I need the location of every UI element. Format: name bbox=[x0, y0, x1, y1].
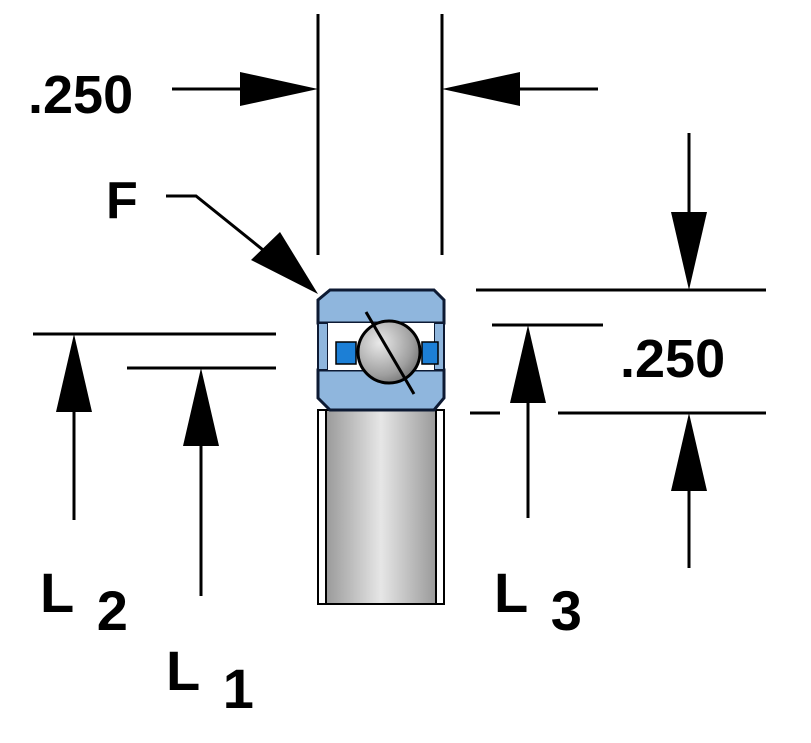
feature-arrow-head bbox=[251, 232, 318, 294]
l1-letter: L bbox=[166, 639, 199, 702]
top-arrow-right-pointing bbox=[240, 72, 318, 106]
right-height-dimension: .250 bbox=[470, 133, 766, 568]
l1-subscript: 1 bbox=[223, 657, 254, 720]
l2-label: L 2 bbox=[40, 561, 128, 642]
l2-arrow-up-pointing bbox=[56, 334, 92, 412]
feature-callout: F bbox=[106, 172, 318, 294]
retainer-left bbox=[335, 341, 357, 365]
l1-arrow-up-pointing bbox=[183, 368, 219, 446]
top-arrow-left-pointing bbox=[442, 72, 520, 106]
l3-subscript: 3 bbox=[551, 579, 582, 642]
left-gap-wall bbox=[317, 322, 329, 371]
contact-angle-line bbox=[364, 311, 416, 395]
outer-ring bbox=[316, 288, 446, 325]
l1-dimension: L 1 bbox=[127, 366, 276, 720]
retainer-right bbox=[421, 341, 439, 365]
l3-arrow-up-pointing bbox=[510, 325, 546, 403]
l3-label: L 3 bbox=[494, 561, 582, 642]
l2-letter: L bbox=[40, 561, 73, 624]
top-width-dimension: .250 bbox=[28, 14, 598, 255]
right-dimension-label: .250 bbox=[620, 329, 725, 389]
right-arrow-up-pointing bbox=[671, 413, 707, 491]
feature-callout-label: F bbox=[106, 172, 138, 230]
l3-letter: L bbox=[494, 561, 527, 624]
l2-subscript: 2 bbox=[97, 579, 128, 642]
l1-label: L 1 bbox=[166, 639, 254, 720]
l2-dimension: L 2 bbox=[33, 332, 276, 642]
bearing-section bbox=[316, 288, 446, 605]
top-dimension-label: .250 bbox=[28, 65, 133, 125]
l3-dimension: L 3 bbox=[492, 323, 603, 642]
gray-housing-section bbox=[317, 409, 445, 605]
right-arrow-down-pointing bbox=[671, 212, 707, 290]
feature-leader-line bbox=[166, 194, 279, 264]
